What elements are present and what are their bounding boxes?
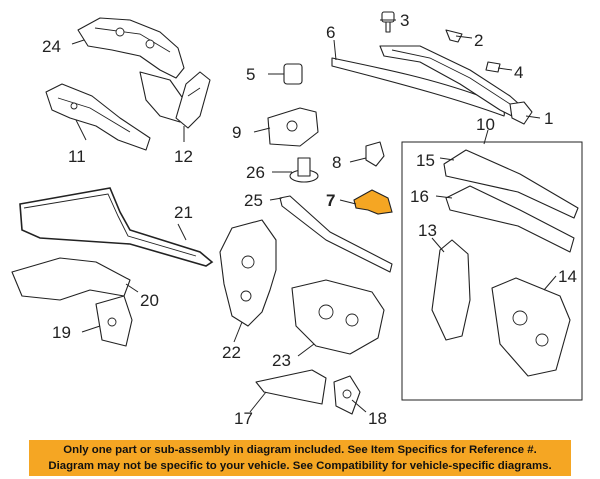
part-3-shape <box>381 11 395 33</box>
callout-21: 21 <box>174 203 193 222</box>
part-8-shape <box>365 141 385 167</box>
callout-26: 26 <box>246 163 265 182</box>
part-11-shape <box>45 83 151 151</box>
callout-20: 20 <box>140 291 159 310</box>
callout-8: 8 <box>332 153 341 172</box>
part-26-shape <box>289 157 319 183</box>
part-9-shape <box>267 107 319 147</box>
callout-labels: 24 5 6 3 2 4 1 10 9 26 8 7 25 21 20 19 2… <box>42 11 577 428</box>
callout-25: 25 <box>244 191 263 210</box>
part-21-shape <box>19 187 214 267</box>
callout-24: 24 <box>42 37 61 56</box>
callout-18: 18 <box>368 409 387 428</box>
part-17-shape <box>255 369 327 405</box>
callout-10: 10 <box>476 115 495 134</box>
part-4-shape <box>485 61 501 73</box>
part-12-shape <box>175 71 211 129</box>
part-18-shape <box>333 375 361 415</box>
callout-22: 22 <box>222 343 241 362</box>
callout-3: 3 <box>400 11 409 30</box>
callout-17: 17 <box>234 409 253 428</box>
parts-diagram: 24 5 6 3 2 4 1 10 9 26 8 7 25 21 20 19 2… <box>11 11 583 428</box>
callout-13: 13 <box>418 221 437 240</box>
callout-9: 9 <box>232 123 241 142</box>
callout-5: 5 <box>246 65 255 84</box>
callout-19: 19 <box>52 323 71 342</box>
part-1-shape <box>509 101 533 125</box>
part-20-shape <box>11 257 131 301</box>
callout-6: 6 <box>326 23 335 42</box>
part-22-shape <box>219 219 277 327</box>
part-7-shape <box>353 189 393 215</box>
part-25-shape <box>279 195 393 273</box>
callout-12: 12 <box>174 147 193 166</box>
disclaimer-line-2: Diagram may not be specific to your vehi… <box>48 459 552 472</box>
part-24-shape <box>77 17 185 79</box>
callout-14: 14 <box>558 267 577 286</box>
callout-4: 4 <box>514 63 523 82</box>
callout-11: 11 <box>68 147 86 166</box>
part-23-shape <box>291 279 385 355</box>
callout-1: 1 <box>544 109 553 128</box>
disclaimer-line-1: Only one part or sub-assembly in diagram… <box>63 444 537 456</box>
callout-15: 15 <box>416 151 435 170</box>
part-2-shape <box>445 29 463 43</box>
callout-7: 7 <box>326 191 335 210</box>
part-19-shape <box>95 295 133 347</box>
disclaimer-banner: Only one part or sub-assembly in diagram… <box>29 440 571 476</box>
part-5-shape <box>283 63 303 85</box>
callout-16: 16 <box>410 187 429 206</box>
part-10-inset <box>401 141 583 401</box>
leader-lines <box>71 19 557 413</box>
callout-2: 2 <box>474 31 483 50</box>
callout-23: 23 <box>272 351 291 370</box>
